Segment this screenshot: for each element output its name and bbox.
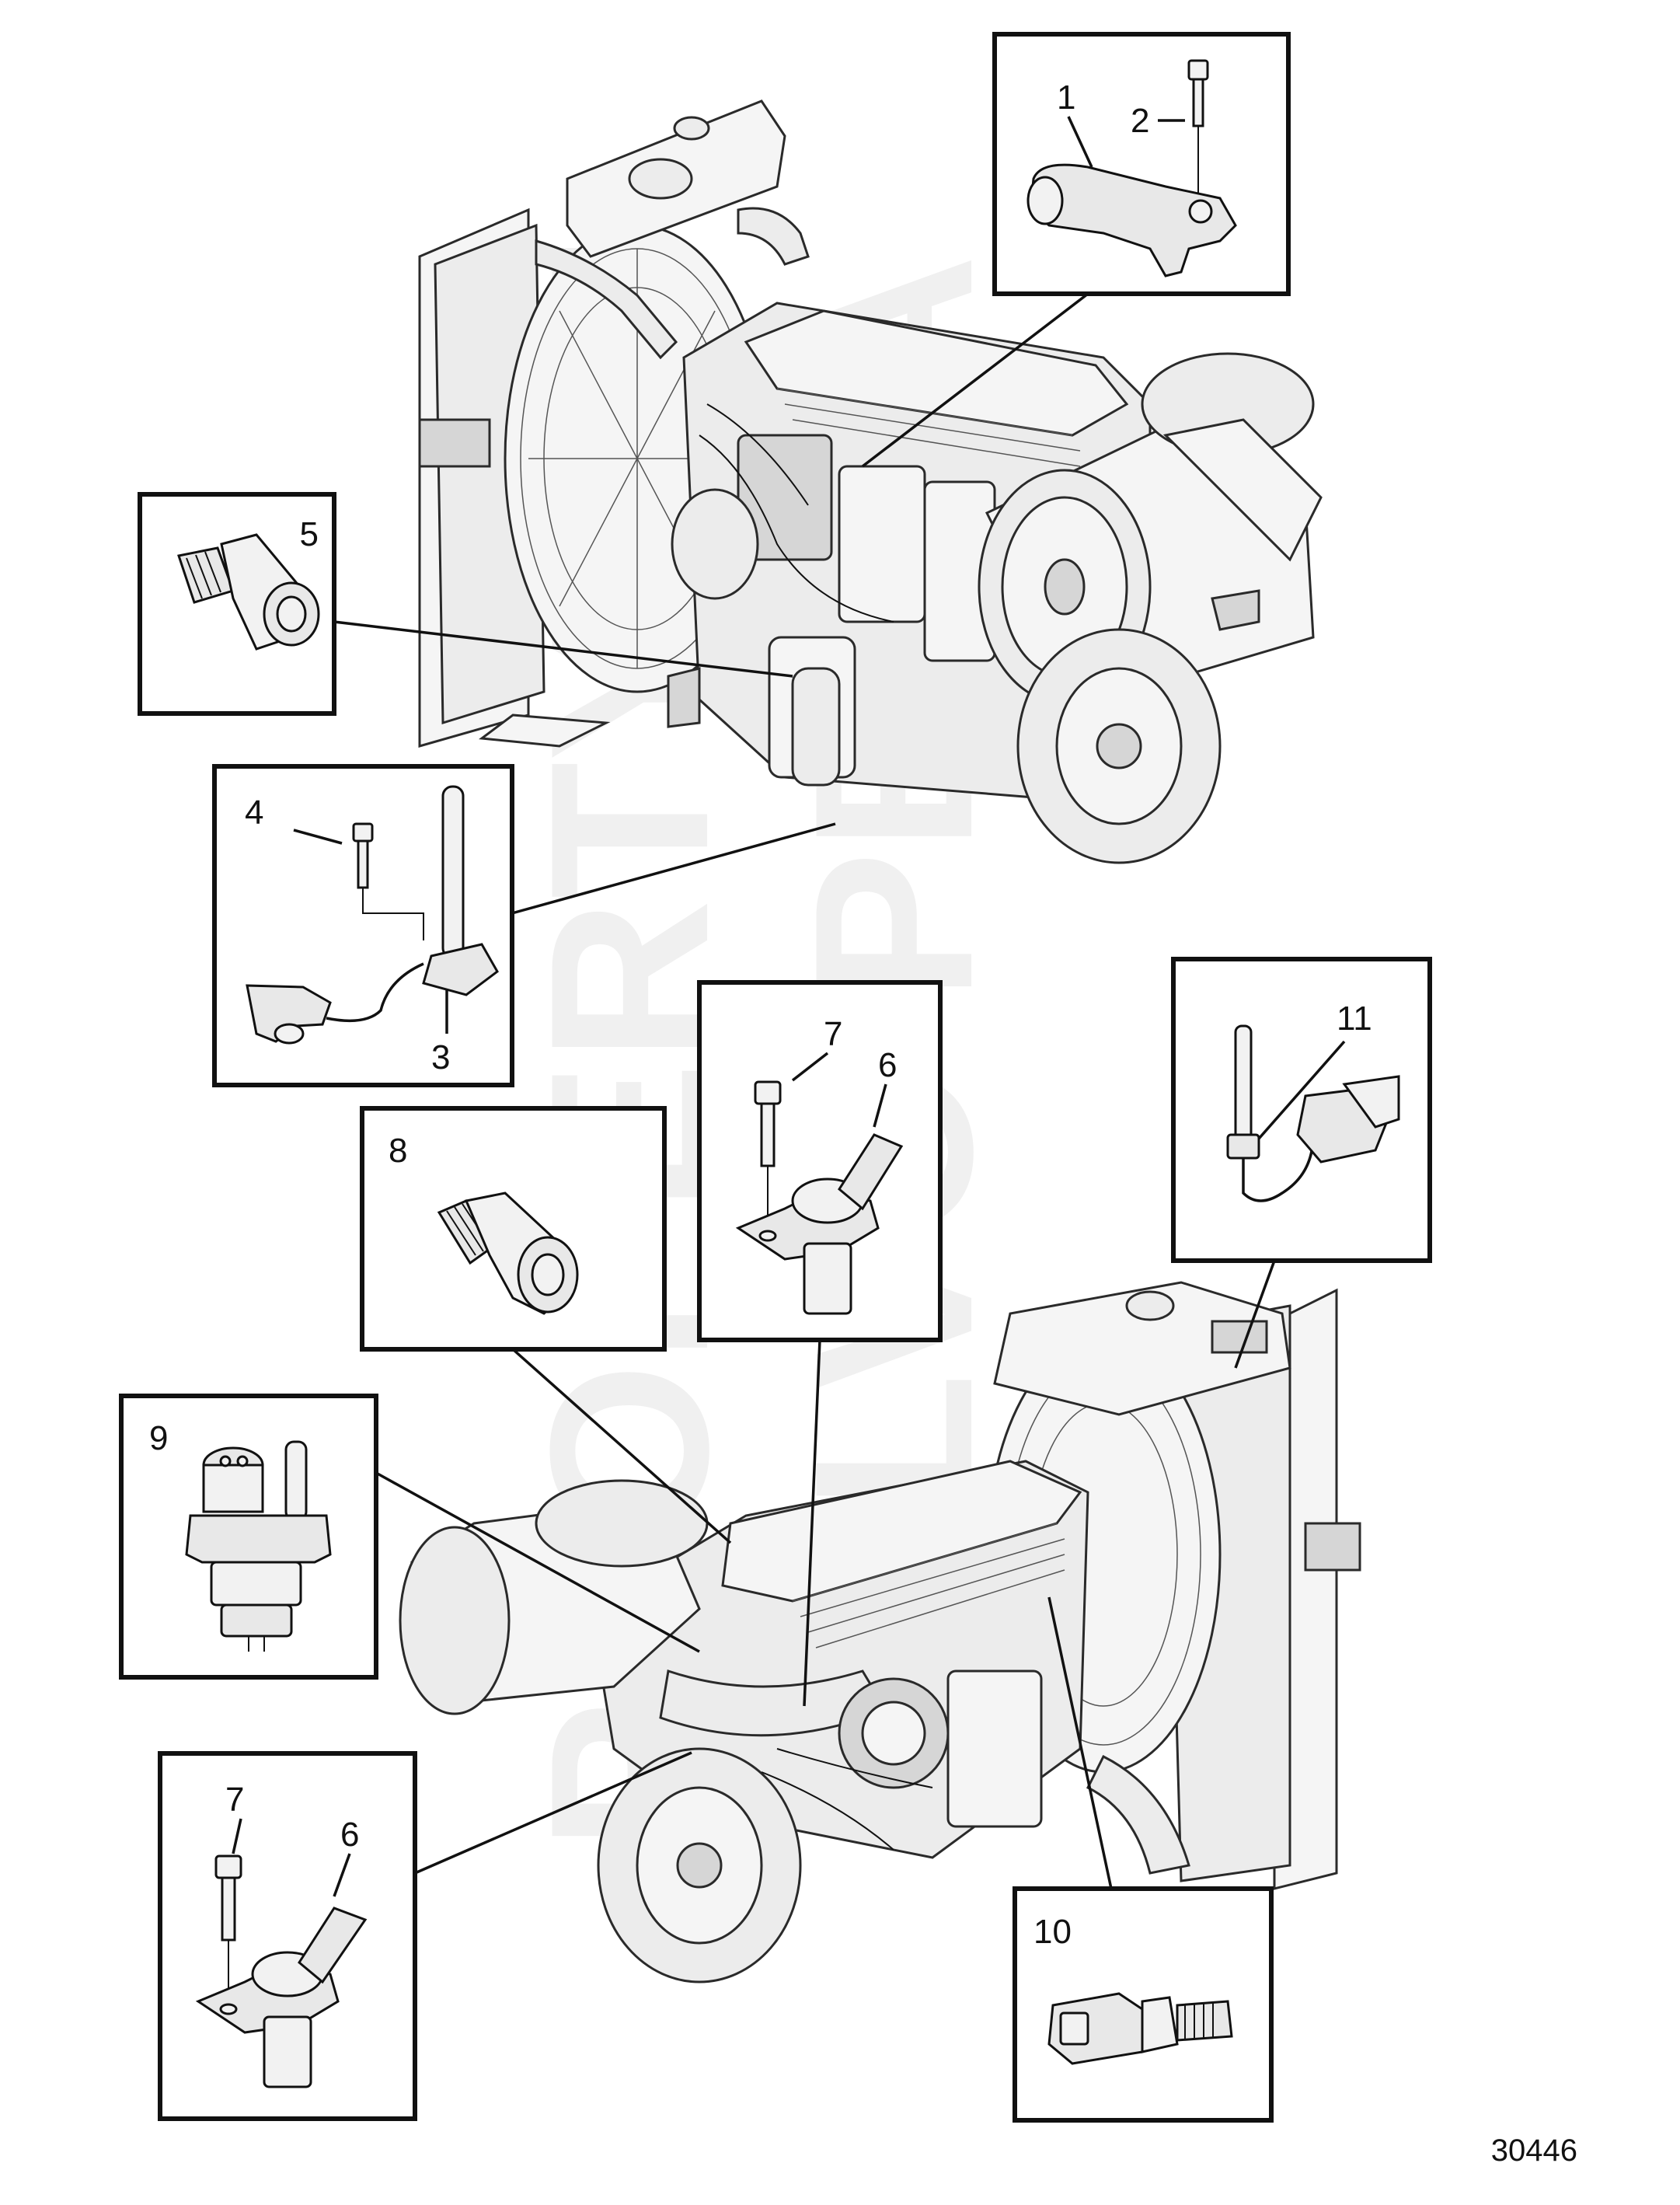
bottom-engine-illustration: [399, 1281, 1361, 1983]
detail-box-8: 8: [360, 1106, 667, 1352]
leader-9: [375, 1471, 700, 1653]
callout-6b: 6: [340, 1816, 359, 1854]
leader-11: [1234, 1260, 1276, 1369]
leader-6-7-lower: [414, 1751, 692, 1875]
detail-box-3-4: 4 3: [212, 764, 514, 1087]
detail-box-9: 9: [119, 1394, 378, 1680]
callout-10: 10: [1033, 1913, 1072, 1951]
callout-9: 9: [149, 1419, 168, 1457]
callout-7b: 7: [225, 1781, 244, 1819]
document-number: 30446: [1491, 2133, 1577, 2168]
top-engine-illustration: [418, 99, 1323, 864]
leader-5: [333, 620, 793, 678]
leader-8: [511, 1348, 732, 1544]
callout-3: 3: [431, 1038, 450, 1076]
callout-8: 8: [389, 1132, 407, 1170]
callout-1: 1: [1057, 79, 1075, 117]
callout-2: 2: [1131, 102, 1149, 140]
leader-1-2: [861, 292, 1089, 468]
leader-10: [1047, 1596, 1113, 1889]
callout-7a: 7: [824, 1015, 842, 1053]
leader-3-4: [511, 822, 836, 915]
callout-5: 5: [300, 515, 319, 553]
callout-11: 11: [1337, 1000, 1372, 1038]
callout-6a: 6: [878, 1046, 897, 1084]
detail-box-1-2: 1 2: [992, 32, 1291, 296]
detail-box-6-7-upper: 7 6: [697, 980, 943, 1342]
detail-box-5: 5: [138, 492, 336, 716]
callout-4: 4: [245, 794, 263, 832]
detail-box-10: 10: [1013, 1886, 1274, 2123]
detail-box-11: 11: [1171, 957, 1432, 1263]
leader-6-7-upper: [803, 1339, 821, 1707]
detail-box-6-7-lower: 7 6: [158, 1751, 417, 2121]
